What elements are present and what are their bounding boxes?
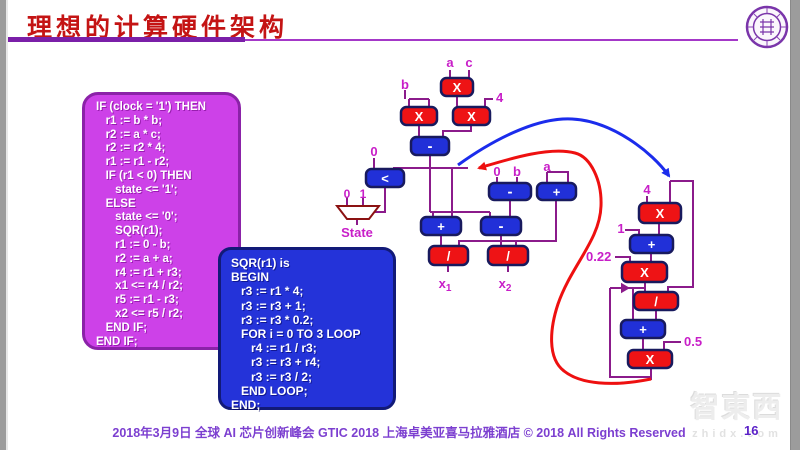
label-sqr-const-1: 1 — [617, 221, 624, 236]
svg-text:<: < — [381, 171, 389, 186]
sqr-function-code-block: SQR(r1) is BEGIN r3 := r1 * 4; r3 := r3 … — [218, 247, 396, 413]
node-mult-by-4: X — [451, 105, 492, 127]
svg-text:-: - — [499, 218, 504, 235]
node-sqr-mult-022: X — [620, 260, 669, 284]
label-sqr-const-022: 0.22 — [586, 249, 611, 264]
node-sub-zero-b: - — [487, 181, 533, 202]
svg-text:X: X — [453, 80, 462, 95]
svg-text:X: X — [467, 109, 476, 124]
node-sqr-mult-05: X — [626, 348, 674, 370]
node-div-x1: / — [427, 244, 470, 267]
label-state-output: State — [341, 225, 373, 240]
sqr-function-code: SQR(r1) is BEGIN r3 := r1 * 4; r3 := r3 … — [231, 256, 361, 413]
university-seal-logo — [745, 5, 789, 49]
label-const-0-cmp: 0 — [370, 144, 377, 159]
label-input-b: b — [401, 77, 409, 92]
label-input-a2: a — [543, 159, 551, 174]
state-mux — [334, 205, 382, 220]
right-edge-bar — [790, 0, 800, 450]
svg-text:X: X — [656, 206, 665, 221]
label-mux-in-1: 1 — [360, 187, 367, 201]
node-sub-r1-r3: - — [479, 215, 523, 237]
label-input-a: a — [446, 55, 454, 70]
svg-text:+: + — [437, 219, 445, 234]
wire-connections — [346, 70, 694, 380]
label-sqr-const-05: 0.5 — [684, 334, 702, 349]
label-sqr-const-4: 4 — [643, 182, 651, 197]
svg-text:/: / — [447, 248, 451, 263]
svg-text:-: - — [508, 183, 513, 200]
node-div-x2: / — [486, 244, 530, 267]
node-mult-b-b: X — [399, 105, 439, 127]
svg-text:+: + — [648, 237, 656, 252]
node-mult-a-c: X — [439, 76, 475, 98]
svg-text:X: X — [640, 265, 649, 280]
label-output-x2: x2 — [499, 276, 512, 294]
watermark: 智東西 zhidx.com — [682, 384, 792, 440]
label-mux-in-0: 0 — [344, 187, 351, 201]
title-underline-thick — [8, 37, 245, 42]
node-sub-discriminant: - — [409, 135, 451, 157]
node-sqr-add-1: + — [628, 233, 675, 255]
title-underline-thin — [8, 39, 738, 41]
node-add-r1-r3: + — [419, 215, 463, 237]
label-output-x1: x1 — [439, 276, 452, 294]
vhdl-process-code: IF (clock = '1') THEN r1 := b * b; r2 :=… — [96, 101, 206, 348]
r3-return-curve — [477, 149, 652, 385]
svg-text:X: X — [415, 109, 424, 124]
node-sqr-mult-4: X — [637, 201, 683, 225]
left-edge-bar — [0, 0, 8, 450]
node-add-a-a: + — [535, 181, 578, 202]
r1-to-sqr-curve — [457, 117, 671, 178]
svg-text:+: + — [639, 322, 647, 337]
page-number: 16 — [744, 423, 759, 438]
vhdl-process-code-block: IF (clock = '1') THEN r1 := b * b; r2 :=… — [82, 92, 241, 350]
svg-text:/: / — [506, 248, 510, 263]
node-less-than-zero: < — [364, 167, 406, 189]
footer-text: 2018年3月9日 全球 AI 芯片创新峰会 GTIC 2018 上海卓美亚喜马… — [112, 426, 686, 440]
svg-text:X: X — [646, 352, 655, 367]
node-sqr-add: + — [619, 318, 667, 340]
svg-text:/: / — [654, 294, 658, 309]
label-input-b2: b — [513, 164, 521, 179]
svg-text:-: - — [428, 138, 433, 155]
label-const-0-sub: 0 — [493, 164, 500, 179]
node-sqr-div: / — [632, 290, 680, 312]
label-const-4: 4 — [496, 90, 504, 105]
watermark-domain: zhidx.com — [692, 428, 782, 440]
watermark-name: 智東西 — [690, 392, 784, 424]
svg-text:+: + — [553, 184, 561, 199]
label-input-c: c — [465, 55, 472, 70]
